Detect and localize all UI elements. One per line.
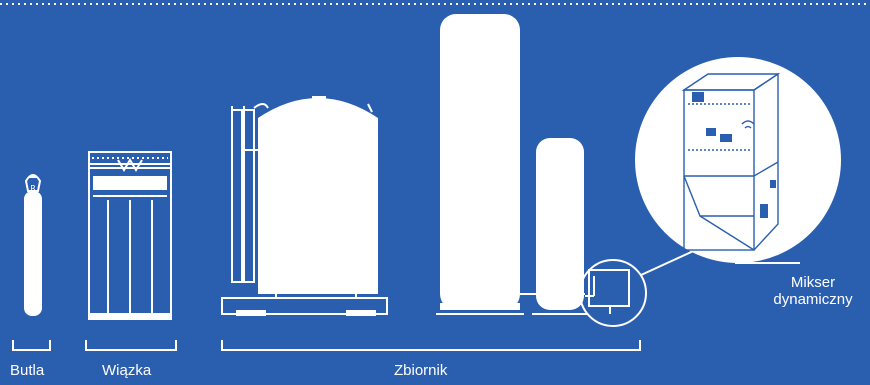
magnifier-connector-line — [640, 247, 701, 276]
magnifier-small-circle — [579, 259, 647, 327]
butla-label: Butla — [10, 362, 45, 379]
zbiornik-bracket — [221, 340, 641, 351]
wiazka-label: Wiązka — [102, 362, 152, 379]
svg-text:R: R — [30, 184, 36, 193]
mikser-label-line2: dynamiczny — [773, 291, 853, 308]
magnifier-circle-icon — [635, 57, 841, 263]
small-vertical-tank-icon — [532, 138, 588, 315]
tall-vertical-tank-icon — [436, 14, 585, 315]
butla-bracket — [12, 340, 51, 351]
mixer-cabinet-icon — [585, 269, 630, 314]
zbiornik-label: Zbiornik — [394, 362, 448, 379]
mikser-label: Mikser dynamiczny — [758, 274, 868, 308]
cylinder-bundle-icon — [88, 151, 172, 320]
horizontal-tank-icon — [221, 96, 388, 316]
mikser-label-line1: Mikser — [790, 274, 836, 291]
wiazka-bracket — [85, 340, 177, 351]
gas-cylinder-icon: R — [24, 174, 42, 316]
